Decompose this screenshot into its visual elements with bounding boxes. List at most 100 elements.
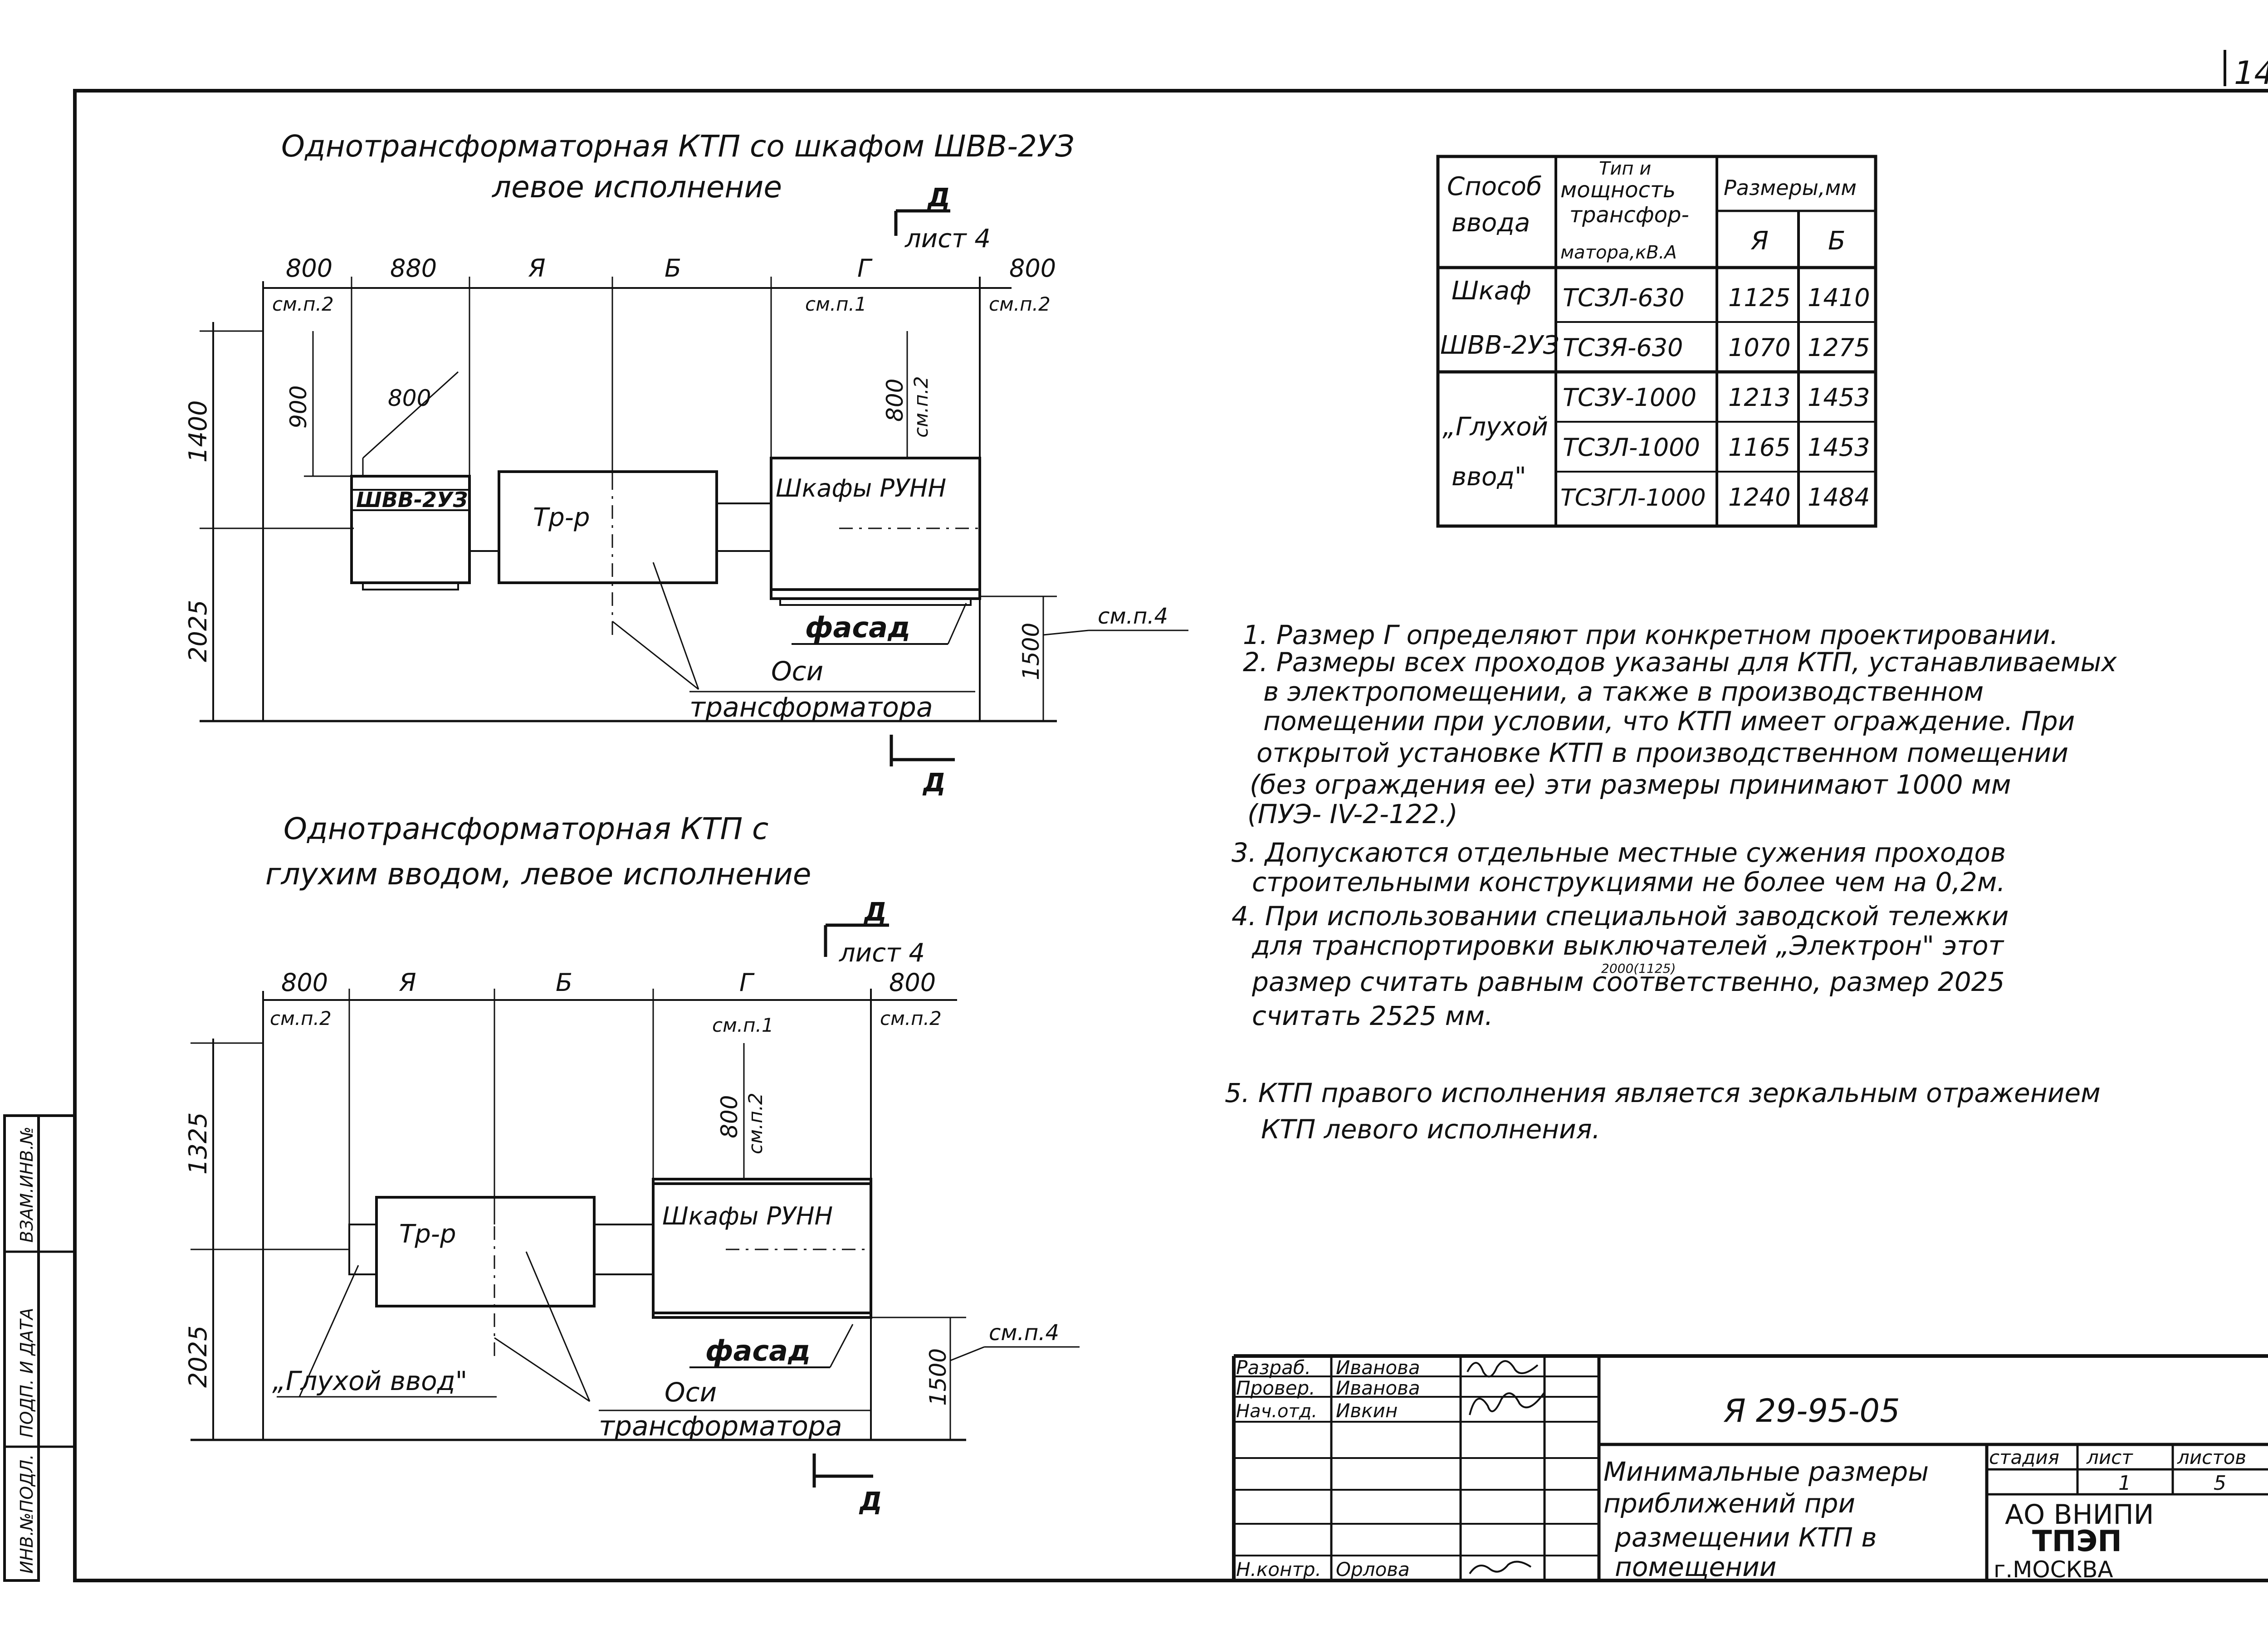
- plan-2: Однотрансформаторная КТП с глухим вводом…: [184, 811, 1080, 1517]
- tb-name-2: Иванова: [1336, 1377, 1420, 1399]
- table-row3-b: 1453: [1808, 383, 1870, 412]
- note-line-12: размер считать равным соответственно, ра…: [1251, 966, 2004, 997]
- plan2-note-sm4: см.п.4: [989, 1320, 1059, 1346]
- table-row1-a: 1125: [1728, 283, 1790, 312]
- plan2-dim-800-left: 800: [281, 968, 328, 997]
- plan2-transformer-label: Тр-р: [399, 1219, 456, 1249]
- table-group2-method-2: ввод": [1452, 462, 1526, 492]
- note4-superscript: 2000(1125): [1601, 961, 1676, 976]
- tb-role-2: Провер.: [1236, 1377, 1315, 1399]
- table-row4-b: 1453: [1808, 433, 1870, 462]
- table-row4-a: 1165: [1728, 433, 1790, 462]
- plan2-note-sm2-right: см.п.2: [880, 1007, 942, 1029]
- table-header-type-3: трансфор-: [1569, 202, 1689, 228]
- sheet-frame: [73, 89, 2268, 1582]
- plan2-section-bottom-letter: Д: [859, 1487, 882, 1517]
- left-stamp-strip: ИНВ.№ПОДЛ. ПОДП. И ДАТА ВЗАМ.ИНВ.№: [3, 1114, 75, 1582]
- signature-3: [1469, 1561, 1532, 1575]
- note-line-4: помещении при условии, что КТП имеет огр…: [1263, 706, 2075, 737]
- note-line-5: открытой установке КТП в производственно…: [1256, 737, 2068, 768]
- signature-1: [1466, 1360, 1539, 1378]
- plan2-dim-cabinet-800: 800: [716, 1095, 743, 1138]
- tb-stage-label: стадия: [1989, 1446, 2059, 1468]
- plan1-section-bottom-letter: Д: [922, 768, 946, 798]
- signature-2: [1469, 1391, 1545, 1415]
- tb-role-3: Нач.отд.: [1236, 1401, 1317, 1422]
- note-line-15: КТП левого исполнения.: [1261, 1114, 1600, 1145]
- strip-text-2: ПОДП. И ДАТА: [17, 1308, 37, 1438]
- table-row5-a: 1240: [1728, 483, 1790, 512]
- plan2-dim-cabinet-note: см.п.2: [744, 1093, 767, 1154]
- plan2-dim-800-right: 800: [889, 968, 936, 997]
- plan1-dim-b: Б: [665, 254, 681, 283]
- table-header-type-1: Тип и: [1599, 158, 1651, 179]
- plan1-section-top-letter: Д: [927, 183, 950, 213]
- table-header-method-2: ввода: [1452, 208, 1530, 238]
- table-row5-type: ТСЗГЛ-1000: [1560, 484, 1706, 512]
- table-header-group: Размеры,мм: [1724, 176, 1857, 200]
- plan1-note-sm2-left: см.п.2: [272, 293, 334, 315]
- note-line-11: для транспортировки выключателей „Электр…: [1251, 930, 2004, 961]
- plan1-dim-2025: 2025: [184, 600, 212, 662]
- note-line-14: 5. КТП правого исполнения является зерка…: [1225, 1078, 2101, 1108]
- tb-doc-code: Я 29-95-05: [1723, 1392, 1900, 1429]
- plan1-dim-g: Г: [857, 254, 873, 283]
- tb-sheets-value: 5: [2214, 1472, 2226, 1495]
- tb-sheet-label: лист: [2086, 1446, 2133, 1468]
- table-row3-type: ТСЗУ-1000: [1563, 383, 1696, 412]
- tb-doc-title-2: приближений при: [1603, 1488, 1855, 1519]
- plan1-note-sm1: см.п.1: [805, 293, 867, 315]
- table-header-type-2: мощность: [1560, 177, 1676, 203]
- table-row2-type: ТСЗЯ-630: [1563, 333, 1683, 362]
- table-header-type-4: матора,кВ.А: [1560, 242, 1677, 263]
- tb-org-line1: АО ВНИПИ: [2005, 1499, 2154, 1531]
- plan2-axes-label-1: Оси: [665, 1377, 717, 1408]
- plan1-dim-800-diag: 800: [388, 385, 431, 411]
- plan2-dim-1325: 1325: [184, 1112, 212, 1175]
- plan1-dim-a: Я: [528, 254, 546, 283]
- tb-role-7: Н.контр.: [1236, 1558, 1321, 1580]
- plan2-dim-1500: 1500: [925, 1348, 951, 1406]
- plan2-section-top-ref: лист 4: [839, 938, 925, 968]
- plan1-axes-label-1: Оси: [771, 656, 823, 687]
- plan1-title-line2: левое исполнение: [491, 170, 782, 205]
- plan2-section-top-letter: Д: [863, 897, 887, 927]
- note-line-3: в электропомещении, а также в производст…: [1263, 676, 1984, 707]
- plan1-note-sm2-right: см.п.2: [989, 293, 1051, 315]
- plan1-axes-label-2: трансформатора: [689, 692, 933, 723]
- plan1-title-line1: Однотрансформаторная КТП со шкафом ШВВ-2…: [281, 129, 1074, 164]
- table-group1-method-2: ШВВ-2УЗ: [1440, 331, 1559, 360]
- page-number: 14: [2234, 54, 2268, 92]
- note-line-7: (ПУЭ- IV-2-122.): [1247, 799, 1458, 829]
- plan2-note-sm1: см.п.1: [712, 1014, 774, 1036]
- plan1-transformer-label: Тр-р: [533, 503, 590, 532]
- tb-role-1: Разраб.: [1236, 1356, 1311, 1379]
- tb-sheets-label: листов: [2177, 1446, 2246, 1468]
- table-group1-method-1: Шкаф: [1452, 276, 1531, 306]
- plan1-dim-cabinet-800: 800: [882, 379, 908, 422]
- note-line-8: 3. Допускаются отдельные местные сужения…: [1232, 837, 2006, 868]
- plan1-section-top-ref: лист 4: [904, 224, 991, 254]
- tb-org-line2: ТПЭП: [2032, 1525, 2122, 1558]
- plan2-axes-label-2: трансформатора: [599, 1410, 842, 1442]
- plan1-runn-label: Шкафы РУНН: [776, 474, 946, 502]
- table-group2-method-1: „Глухой: [1442, 412, 1548, 442]
- table-row2-a: 1070: [1728, 333, 1790, 362]
- plan1-dim-1500: 1500: [1018, 623, 1044, 680]
- strip-text-1: ИНВ.№ПОДЛ.: [17, 1454, 37, 1574]
- plan1-facade-label: фасад: [805, 611, 910, 644]
- table-header-b: Б: [1828, 226, 1845, 256]
- plan1-dim-800-left: 800: [286, 254, 332, 283]
- tb-name-7: Орлова: [1336, 1558, 1410, 1580]
- tb-doc-title-4: помещении: [1615, 1551, 1776, 1582]
- plan1-shvv-label: ШВВ-2УЗ: [356, 488, 468, 512]
- table-header-a: Я: [1750, 226, 1769, 256]
- plan1-dim-900: 900: [285, 385, 312, 429]
- table-row2-b: 1275: [1808, 333, 1870, 362]
- plan1-dim-1400: 1400: [184, 400, 212, 463]
- plan2-runn-label: Шкафы РУНН: [662, 1202, 833, 1230]
- plan2-dim-g: Г: [739, 968, 755, 997]
- plan2-runn-box: [652, 1178, 872, 1319]
- note-line-2: 2. Размеры всех проходов указаны для КТП…: [1243, 647, 2117, 678]
